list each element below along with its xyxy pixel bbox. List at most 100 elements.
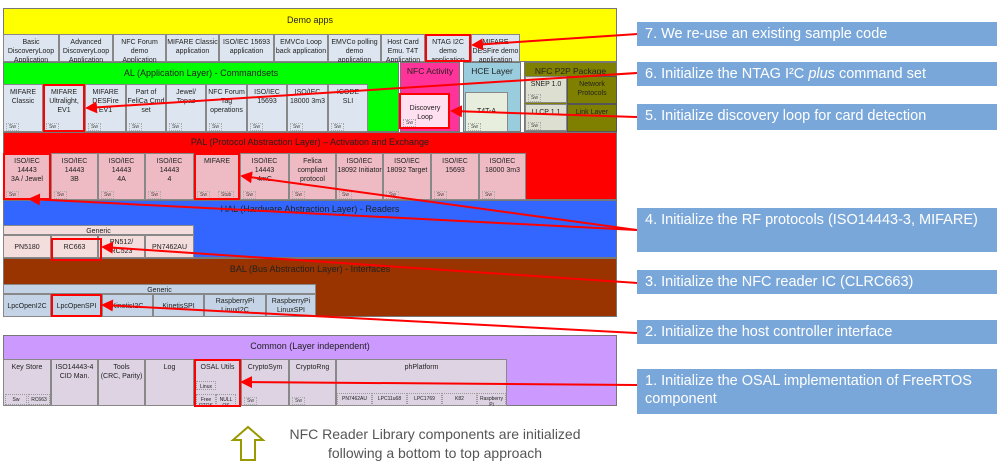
highlight-box <box>51 238 102 261</box>
bal-generic-header: Generic <box>3 284 316 294</box>
pal-item-6: Felica compliant protocol <box>289 153 336 200</box>
sw-tag: Sw <box>434 191 447 199</box>
common-item-0: Key Store <box>3 359 51 406</box>
hce-layer-title: HCE Layer <box>471 66 513 76</box>
sw-tag: Sw <box>528 122 541 130</box>
pal-layer-title: PAL (Protocol Abstraction Layer) – Activ… <box>190 137 430 147</box>
hal-layer-title: HAL (Hardware Abstraction Layer) - Reade… <box>220 204 400 214</box>
callout-arrow <box>450 105 638 118</box>
bal-item-0: LpcOpenI2C <box>3 294 51 317</box>
sw-tag: Sw <box>482 191 495 199</box>
key-store-sub-0: Sw <box>5 394 27 405</box>
callout-step-2: 2. Initialize the host controller interf… <box>637 320 997 344</box>
sw-tag: Sw <box>290 123 303 131</box>
p2p-item-0: SNEP 1.0 <box>525 76 567 103</box>
discovery-loop: Discovery Loop <box>400 93 450 128</box>
pal-item-10: ISO/IEC 18000 3m3 <box>479 153 526 200</box>
callout-step-7: 7. We re-use an existing sample code <box>637 22 997 46</box>
common-item-3: Log <box>145 359 194 406</box>
platform-sub-0: PN7462AU <box>337 393 372 406</box>
demo-app-5: EMVCo Loop back application <box>274 34 328 62</box>
nfc-activity-layer-title: NFC Activity <box>406 66 454 76</box>
sw-tag: Sw <box>403 119 416 127</box>
pal-item-3: ISO/IEC 14443 4 <box>145 153 194 200</box>
al-layer-title: AL (Application Layer) - Commandsets <box>123 68 279 78</box>
demo-app-3: MIFARE Classic application <box>166 34 219 62</box>
demo-app-2: NFC Forum demo Application <box>113 34 166 64</box>
highlight-box <box>43 84 85 132</box>
al-item-0: MIFARE Classic <box>3 84 43 132</box>
bal-item-3: KinetisSPI <box>153 294 204 317</box>
callout-arrow <box>101 241 638 284</box>
demo-apps-layer-title: Demo apps <box>286 15 334 25</box>
bottom-note: NFC Reader Library components are initia… <box>289 426 581 461</box>
pal-item-1: ISO/IEC 14443 3B <box>51 153 98 200</box>
sw-tag: Sw <box>88 123 101 131</box>
al-item-1: MIFARE Ultralight, EV1 <box>43 84 85 132</box>
demo-app-1: Advanced DiscoveryLoop Application <box>59 34 113 64</box>
platform-sub-1: LPC11u68 <box>372 393 407 406</box>
sw-tag: Sw <box>339 191 352 199</box>
sw-tag: Sw <box>292 191 305 199</box>
sw-tag: Sw <box>250 123 263 131</box>
common-layer-title: Common (Layer independent) <box>250 341 370 351</box>
p2p-side-1: Link Layer <box>567 104 617 132</box>
demo-app-7: Host Card Emu. T4T Application <box>381 34 425 64</box>
callout-arrow <box>85 72 638 114</box>
up-arrow-icon <box>230 425 266 461</box>
highlight-box <box>399 93 450 129</box>
platform-sub-2: LPC1769 <box>407 393 442 406</box>
callout-arrow <box>240 171 638 231</box>
callout-step-1: 1. Initialize the OSAL implementation of… <box>637 369 997 414</box>
demo-app-6: EMVCo polling demo application <box>328 34 381 64</box>
hal-item-0: PN5180 <box>3 235 51 258</box>
callout-arrow <box>101 299 638 334</box>
highlight-box <box>194 359 241 407</box>
sw-tag: Sw <box>169 123 182 131</box>
sw-tag: Sw <box>528 94 541 102</box>
platform-sub-4: Raspberry Pi <box>477 393 506 408</box>
sw-tag: Sw <box>209 123 222 131</box>
al-item-6: ISO/IEC 15693 <box>247 84 287 132</box>
callout-arrow <box>471 33 638 51</box>
common-item-1: ISO14443-4 CID Man. <box>51 359 98 406</box>
pal-item-4: MIFARE <box>194 153 240 200</box>
sw-tag: Sw <box>129 123 142 131</box>
sw-tag: Sw <box>468 123 481 131</box>
p2p-item-1: LLCP 1.1 <box>525 104 567 131</box>
platform-sub-3: K82 <box>442 393 477 406</box>
pal-item-2: ISO/IEC 14443 4A <box>98 153 145 200</box>
sw-tag: Sw <box>101 191 114 199</box>
hal-generic-header: Generic <box>3 225 194 235</box>
sw-tag: Sw <box>6 123 19 131</box>
sw-tag: Sw <box>331 123 344 131</box>
sw-tag: Sw <box>244 397 257 405</box>
al-item-3: Part of FeliCa Cmd set <box>126 84 166 132</box>
osal-sub-0: Linux <box>196 381 216 390</box>
key-store-sub-1: RC663 <box>28 394 50 405</box>
al-item-7: ISO/IEC 18000 3m3 <box>287 84 328 132</box>
callout-arrow <box>240 376 638 389</box>
common-item-2: Tools (CRC, Parity) <box>98 359 145 406</box>
callout-step-5: 5. Initialize discovery loop for card de… <box>637 104 997 130</box>
demo-app-0: Basic DiscoveryLoop Application <box>3 34 59 64</box>
sw-tag: Sw <box>243 191 256 199</box>
p2p-layer-title: NFC P2P Package <box>534 66 607 76</box>
sw-tag: Sw <box>292 397 305 405</box>
highlight-box <box>51 294 102 317</box>
callout-step-4: 4. Initialize the RF protocols (ISO14443… <box>637 208 997 252</box>
callout-arrow <box>28 193 638 231</box>
sw-tag: Sw <box>148 191 161 199</box>
demo-app-4: ISO/IEC 15693 application <box>219 34 274 62</box>
pal-item-9: ISO/IEC 15693 <box>431 153 479 200</box>
bal-layer-title: BAL (Bus Abstraction Layer) - Interfaces <box>229 264 391 274</box>
callout-step-3: 3. Initialize the NFC reader IC (CLRC663… <box>637 270 997 294</box>
highlight-box <box>3 153 51 200</box>
pal-item-8: ISO/IEC 18092 Target <box>383 153 431 200</box>
highlight-box <box>425 34 471 62</box>
hal-item-1: RC663 <box>51 235 98 258</box>
sw-tag: Sw <box>54 191 67 199</box>
bal-item-5: RaspberryPi LinuxSPI <box>266 294 316 317</box>
